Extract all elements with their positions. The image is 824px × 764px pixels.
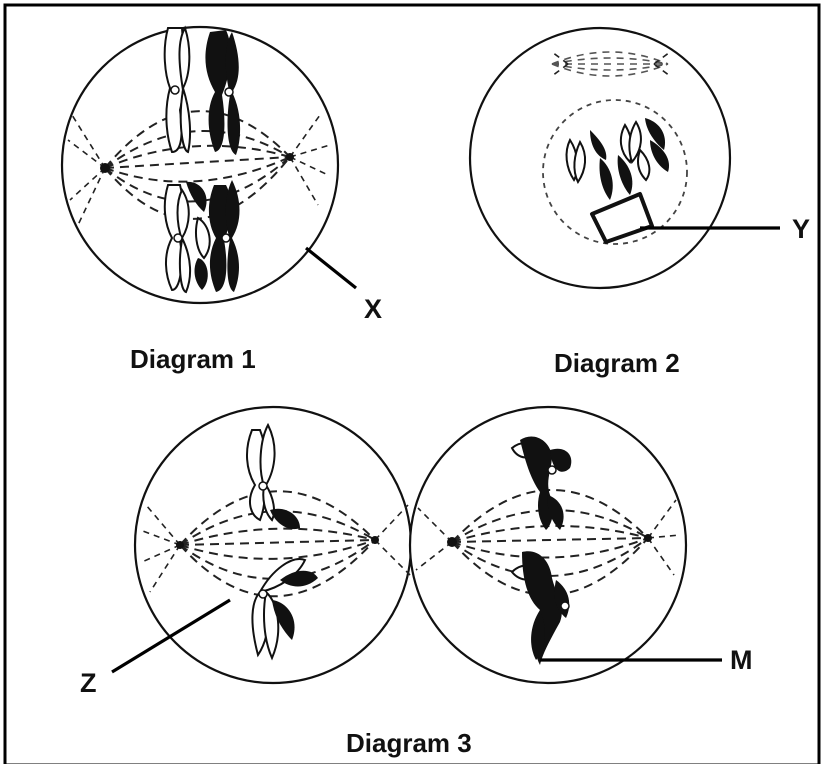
cell-membrane-1 [60,25,340,305]
leader-line-z [111,598,231,674]
diagram-3 [111,405,722,685]
centriole-3c [447,537,457,547]
diagram-1 [60,25,357,305]
figure-frame [3,3,821,764]
chromosomes-3-left [246,422,318,661]
label-y: Y [792,214,810,244]
label-z: Z [80,668,97,698]
chromosomes-2 [565,118,670,200]
centriole-3b [371,536,379,544]
spindle-fibres-1 [67,110,331,226]
forming-spindle-2 [551,51,671,77]
caption-diagram-3: Diagram 3 [346,728,472,758]
spindle-fibres-3-left [139,490,411,598]
nuclear-envelope-2 [542,99,688,245]
leader-line-x [305,246,357,290]
caption-diagram-2: Diagram 2 [554,348,680,378]
cell-membrane-3-right [408,405,688,685]
chromosomes-3-right [510,436,572,665]
centriole-3a [176,541,184,549]
label-x: X [364,294,382,324]
structure-y [590,192,654,244]
diagram-2 [468,26,780,290]
label-m: M [730,645,753,675]
chromosomes-1 [163,25,241,294]
centriole-right-1 [286,153,294,161]
centriole-left-1 [100,163,110,173]
caption-diagram-1: Diagram 1 [130,344,256,374]
centriole-3d [644,534,652,542]
